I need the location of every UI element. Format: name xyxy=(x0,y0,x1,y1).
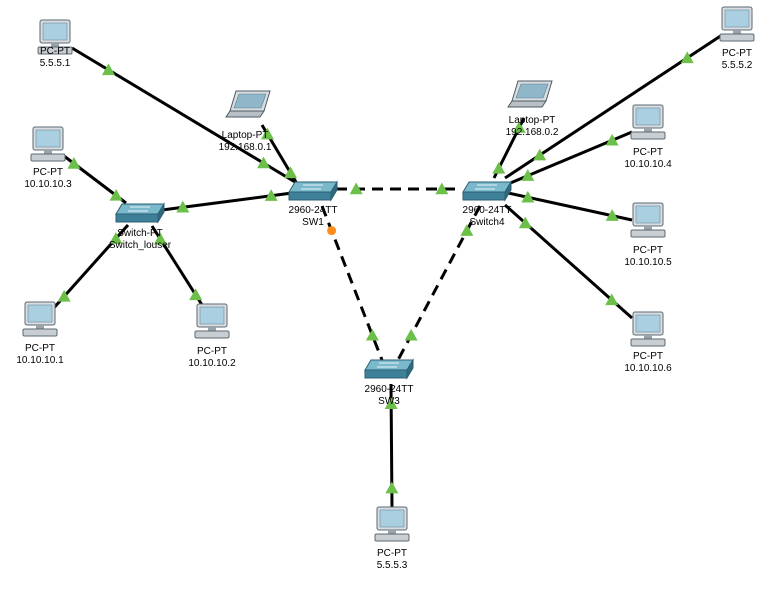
device-type-label: PC-PT xyxy=(722,48,752,59)
link-switch4-to-sw3-to-up-marker xyxy=(404,328,418,341)
device-address-label: 5.5.5.3 xyxy=(376,560,408,571)
device-address-label: Switch4 xyxy=(469,217,505,228)
link-pc-5-5-5-1-to-sw1-to-up-marker xyxy=(257,156,271,169)
link-pc-10-10-10-6-to-switch4-from-up-marker xyxy=(605,293,619,306)
laptop-laptop-192-168-0-1-icon[interactable] xyxy=(225,90,271,118)
device-type-label: Switch-PT xyxy=(117,228,163,239)
link-sw1-to-switch4-from-up-marker xyxy=(349,182,363,195)
link-pc-10-10-10-4-to-switch4-from-up-marker xyxy=(605,133,619,146)
device-type-label: Laptop-PT xyxy=(221,130,269,141)
link-pc-5-5-5-2-to-switch4-to-up-marker xyxy=(533,148,547,161)
link-pc-5-5-5-3-to-sw3-to-up-marker xyxy=(384,397,398,410)
link-pc-10-10-10-1-to-sw-louser-from-up-marker xyxy=(57,289,71,302)
device-type-label: PC-PT xyxy=(632,147,663,158)
pc-pc-10-10-10-6-icon[interactable] xyxy=(630,311,666,347)
link-status-markers xyxy=(57,51,694,494)
device-type-label: PC-PT xyxy=(40,46,70,57)
device-address-label: 10.10.10.2 xyxy=(188,358,236,369)
device-type-label: PC-PT xyxy=(24,343,55,354)
link-sw1-to-switch4-to-up-marker xyxy=(435,182,449,195)
link-pc-10-10-10-5-to-switch4-from-up-marker xyxy=(605,209,619,221)
switch-sw3-icon[interactable] xyxy=(364,358,414,380)
device-address-label: 10.10.10.3 xyxy=(24,179,72,190)
switch-switch4-icon[interactable] xyxy=(462,180,512,202)
link-laptop-192-168-0-1-to-sw1-from-up-marker xyxy=(260,127,274,140)
link-sw-louser-to-sw1-to-up-marker xyxy=(264,189,278,201)
link-switch4-to-sw3-from-up-marker xyxy=(460,224,474,236)
link-pc-10-10-10-3-to-sw-louser-to-up-marker xyxy=(109,188,123,201)
device-address-label: Switch_louser xyxy=(108,240,172,251)
devices-layer xyxy=(22,6,755,542)
pc-pc-10-10-10-3-icon[interactable] xyxy=(30,126,66,162)
device-address-label: SW1 xyxy=(302,217,324,228)
device-address-label: 10.10.10.6 xyxy=(624,363,672,374)
device-type-label: PC-PT xyxy=(632,351,663,362)
pc-pc-10-10-10-5-icon[interactable] xyxy=(630,202,666,238)
device-address-label: 192.168.0.1 xyxy=(218,142,272,153)
link-sw1-to-sw3-to-up-marker xyxy=(365,328,379,341)
device-address-label: 10.10.10.5 xyxy=(624,257,672,268)
link-pc-10-10-10-6-to-switch4-to-up-marker xyxy=(518,216,532,229)
link-sw-louser-to-sw1-from-up-marker xyxy=(176,200,190,213)
device-type-label: Laptop-PT xyxy=(508,115,556,126)
link-pc-10-10-10-1-to-sw-louser-to-up-marker xyxy=(109,232,123,244)
link-pc-10-10-10-3-to-sw-louser-from-up-marker xyxy=(67,157,81,169)
link-pc-5-5-5-3-to-sw3-from-up-marker xyxy=(385,481,399,494)
link-sw1-to-sw3-from-blocked-marker xyxy=(327,226,337,236)
pc-pc-10-10-10-1-icon[interactable] xyxy=(22,301,58,337)
device-address-label: 5.5.5.1 xyxy=(39,58,71,69)
pc-pc-5-5-5-3-icon[interactable] xyxy=(374,506,410,542)
device-type-label: 2960-24TT xyxy=(288,205,338,216)
device-type-label: PC-PT xyxy=(632,245,663,256)
device-type-label: PC-PT xyxy=(377,548,407,559)
link-pc-5-5-5-1-to-sw1-from-up-marker xyxy=(101,63,115,76)
device-address-label: 10.10.10.1 xyxy=(16,355,64,366)
link-pc-10-10-10-4-to-switch4-to-up-marker xyxy=(521,169,535,181)
switch-sw1-icon[interactable] xyxy=(288,180,338,202)
device-type-label: PC-PT xyxy=(196,346,227,357)
device-address-label: 5.5.5.2 xyxy=(721,60,753,71)
link-pc-10-10-10-2-to-sw-louser-to-up-marker xyxy=(153,232,167,245)
link-pc-10-10-10-5-to-switch4-to-up-marker xyxy=(521,190,535,203)
links-layer xyxy=(50,33,723,509)
link-pc-5-5-5-2-to-switch4-from-up-marker xyxy=(680,51,694,64)
device-type-label: 2960-24TT xyxy=(364,384,414,395)
device-address-label: 192.168.0.2 xyxy=(505,127,559,138)
link-pc-10-10-10-2-to-sw-louser-from-up-marker xyxy=(189,288,203,301)
laptop-laptop-192-168-0-2-icon[interactable] xyxy=(507,80,553,108)
device-address-label: SW3 xyxy=(378,396,400,407)
link-laptop-192-168-0-2-to-switch4-to-up-marker xyxy=(492,161,506,174)
pc-pc-5-5-5-1-icon[interactable] xyxy=(37,19,73,55)
pc-pc-10-10-10-4-icon[interactable] xyxy=(630,104,666,140)
switch-sw-louser-icon[interactable] xyxy=(115,202,165,224)
pc-pc-10-10-10-2-icon[interactable] xyxy=(194,303,230,339)
link-laptop-192-168-0-2-to-switch4-from-up-marker xyxy=(512,121,526,133)
device-type-label: PC-PT xyxy=(32,167,63,178)
device-type-label: 2960-24TT xyxy=(462,205,512,216)
pc-pc-5-5-5-2-icon[interactable] xyxy=(719,6,755,42)
device-address-label: 10.10.10.4 xyxy=(624,159,672,170)
link-laptop-192-168-0-1-to-sw1-to-up-marker xyxy=(284,166,298,179)
